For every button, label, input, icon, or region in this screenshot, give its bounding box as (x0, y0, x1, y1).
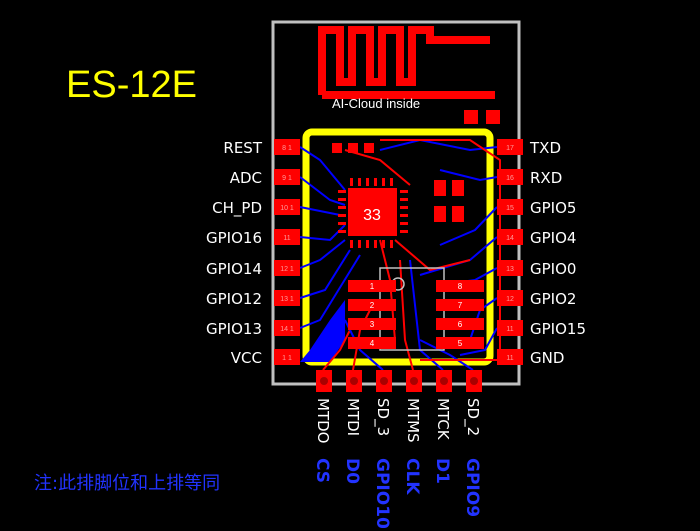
pin-label: MTDO (314, 398, 332, 443)
flash-pad-number: 3 (370, 320, 375, 329)
pad-number: 17 (506, 145, 514, 152)
pad-left (274, 349, 300, 365)
pad-right (497, 229, 523, 245)
pad-left (274, 139, 300, 155)
pad-hole (440, 377, 448, 385)
pin-alias: CS (312, 458, 332, 483)
note-text: 注:此排脚位和上排等同 (34, 473, 220, 494)
esp-chip (348, 188, 397, 236)
pin-alias: CLK (402, 458, 422, 495)
pad-number: 11 (506, 355, 513, 362)
pin-label: GPIO2 (530, 290, 576, 308)
pad-hole (380, 377, 388, 385)
pad-number: 1 1 (282, 355, 292, 362)
pad-right (497, 169, 523, 185)
flash-pad (348, 280, 396, 292)
pad-left (274, 260, 300, 276)
pin-alias: D1 (432, 458, 452, 484)
pad-right (497, 349, 523, 365)
pin-label: GPIO14 (206, 260, 262, 278)
silkscreen-outline (302, 128, 494, 366)
pin-label: GPIO16 (206, 229, 262, 247)
pad-number: 12 (506, 296, 514, 303)
pad-hole (410, 377, 418, 385)
pin-alias: D0 (342, 458, 362, 484)
pad-number: 11 (506, 326, 513, 333)
pin-label: SD_3 (373, 398, 392, 436)
pin-label: GPIO4 (530, 229, 576, 247)
pad-number: 10 1 (280, 205, 294, 212)
pin-label: MTDI (344, 398, 362, 436)
flash-pad (348, 299, 396, 311)
antenna-trace (318, 26, 495, 99)
pad-number: 16 (506, 175, 514, 182)
pad-right (497, 199, 523, 215)
pad-right (497, 260, 523, 276)
pad-right (497, 320, 523, 336)
pad-left (274, 290, 300, 306)
flash-pad (436, 318, 484, 330)
pin-label: TXD (529, 139, 561, 157)
pad-right (497, 139, 523, 155)
pin-label: GND (530, 349, 564, 367)
pin-label: MTCK (434, 398, 452, 441)
pad-number: 15 (506, 205, 514, 212)
flash-pad (348, 318, 396, 330)
antenna-label: AI-Cloud inside (332, 96, 420, 111)
chip-label: 33 (363, 207, 381, 224)
pin-alias: GPIO10 (372, 458, 392, 529)
pad-hole (470, 377, 478, 385)
antenna-feed-pad (486, 110, 500, 124)
module-title: ES-12E (66, 64, 197, 106)
pin-label: GPIO12 (206, 290, 262, 308)
antenna-feed-pad (464, 110, 478, 124)
pad-number: 12 1 (280, 266, 294, 273)
pin-label: GPIO0 (530, 260, 576, 278)
pin-label: MTMS (404, 398, 422, 443)
flash-pad (436, 337, 484, 349)
pad-hole (350, 377, 358, 385)
pad-number: 14 (506, 235, 514, 242)
flash-pad-number: 6 (458, 320, 463, 329)
flash-pad-number: 5 (458, 339, 463, 348)
flash-pad-number: 1 (370, 282, 375, 291)
pad-number: 14 1 (280, 326, 294, 333)
pin-label: GPIO13 (206, 320, 262, 338)
pad-right (497, 290, 523, 306)
flash-pad (436, 299, 484, 311)
pin-label: REST (223, 139, 262, 157)
passive-components (332, 143, 464, 222)
pad-number: 8 1 (282, 145, 292, 152)
pad-left (274, 199, 300, 215)
chip-pins (338, 178, 408, 248)
pin-label: SD_2 (463, 398, 482, 436)
pad-left (274, 169, 300, 185)
flash-pad (436, 280, 484, 292)
pin-alias: GPIO9 (462, 458, 482, 517)
pad-hole (320, 377, 328, 385)
pad-number: 11 (283, 235, 290, 242)
pin-label: ADC (230, 169, 262, 187)
pad-number: 9 1 (282, 175, 292, 182)
flash-pad-number: 4 (370, 339, 375, 348)
flash-pad-number: 2 (370, 301, 375, 310)
pin-label: CH_PD (212, 199, 262, 218)
pin-label: GPIO5 (530, 199, 576, 217)
flash-pad-number: 7 (458, 301, 463, 310)
pad-number: 13 (506, 266, 514, 273)
pad-number: 13 1 (280, 296, 294, 303)
flash-pad (348, 337, 396, 349)
pad-left (274, 320, 300, 336)
pin-label: VCC (231, 349, 262, 367)
pin-label: RXD (530, 169, 562, 187)
flash-pad-number: 8 (458, 282, 463, 291)
bottom-ground-pour (300, 300, 345, 362)
pad-left (274, 229, 300, 245)
pin-label: GPIO15 (530, 320, 586, 338)
